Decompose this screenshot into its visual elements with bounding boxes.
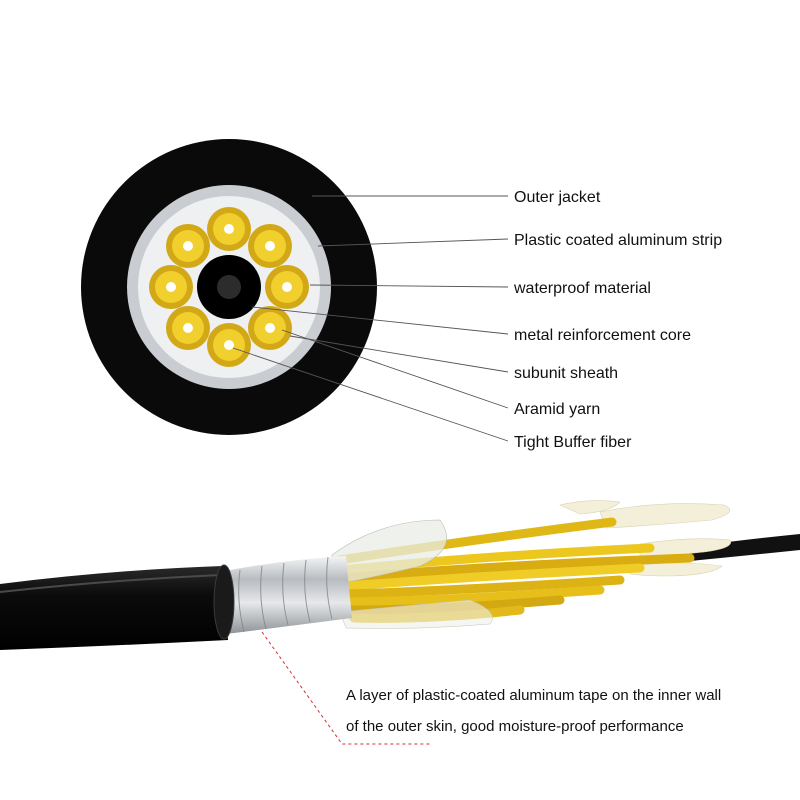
core-highlight — [217, 275, 241, 299]
leader-subunit-sheath — [289, 335, 509, 373]
label-tight-buffer-fiber: Tight Buffer fiber — [514, 434, 632, 451]
component-labels: Outer jacket Plastic coated aluminum str… — [513, 189, 722, 451]
fiber-unit — [166, 224, 210, 268]
aramid-yarn-tufts — [559, 500, 731, 577]
fiber-unit — [248, 306, 292, 350]
aluminum-tape-section — [220, 556, 352, 634]
label-waterproof-material: waterproof material — [513, 280, 651, 297]
fiber-unit — [166, 306, 210, 350]
fiber-unit — [265, 265, 309, 309]
jacket-cut-edge — [213, 564, 235, 640]
fiber-unit — [207, 323, 251, 367]
tape-wrap-lines — [238, 556, 333, 633]
exiting-cable — [690, 534, 800, 561]
leader-aramid-yarn — [281, 329, 509, 409]
label-outer-jacket: Outer jacket — [514, 189, 601, 206]
translucent-film-lower — [339, 599, 493, 629]
label-reinforcement-core: metal reinforcement core — [514, 327, 691, 344]
fiber-unit — [248, 224, 292, 268]
translucent-film — [331, 519, 447, 586]
leader-aluminum-strip — [317, 238, 509, 247]
cross-section — [81, 139, 377, 435]
jacket-highlight — [0, 574, 221, 593]
leader-lines — [232, 195, 509, 442]
leader-reinforcement-core — [251, 306, 509, 335]
caption-line-1: A layer of plastic-coated aluminum tape … — [346, 687, 721, 704]
tight-buffer-fibers — [149, 207, 309, 367]
cable-photo: A layer of plastic-coated aluminum tape … — [0, 500, 800, 745]
outer-jacket-section — [0, 566, 228, 650]
label-aluminum-strip: Plastic coated aluminum strip — [514, 232, 722, 249]
leader-waterproof — [309, 284, 509, 288]
caption-line-2: of the outer skin, good moisture-proof p… — [346, 718, 684, 735]
fiber-unit — [207, 207, 251, 251]
leader-tight-buffer — [232, 347, 509, 442]
label-subunit-sheath: subunit sheath — [514, 365, 618, 382]
label-aramid-yarn: Aramid yarn — [514, 401, 600, 418]
fiber-unit — [149, 265, 193, 309]
